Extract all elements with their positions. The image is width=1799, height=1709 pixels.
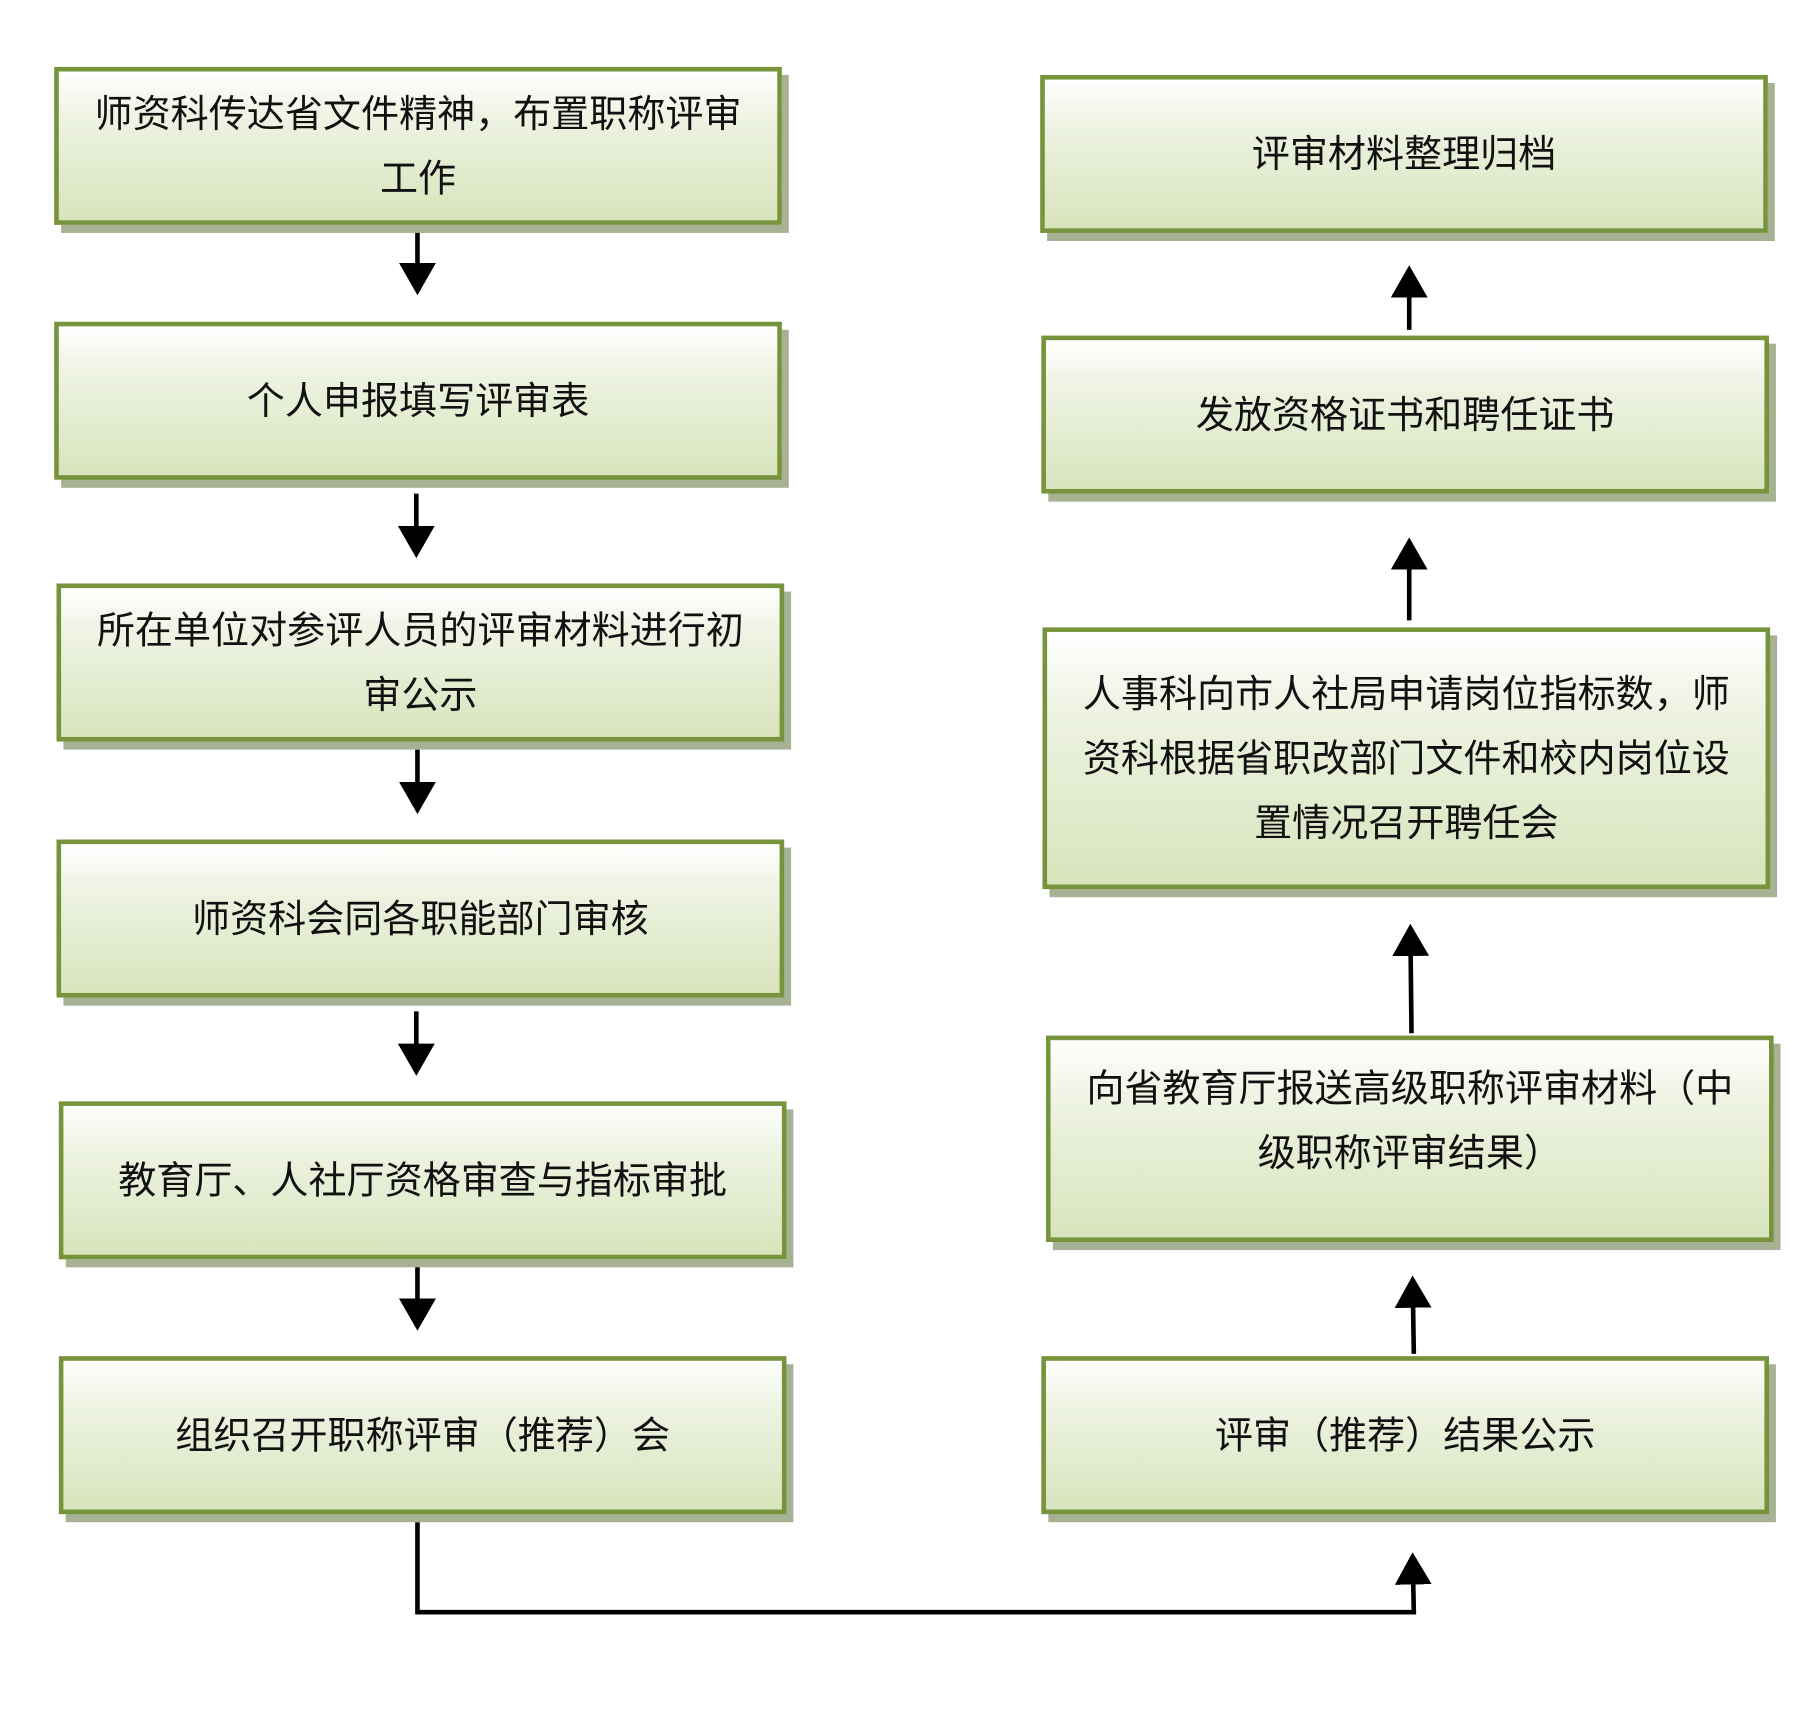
step-box: 发放资格证书和聘任证书 [1041, 335, 1770, 494]
step-label: 教育厅、人社厅资格审查与指标审批 [118, 1157, 728, 1203]
step-box: 教育厅、人社厅资格审查与指标审批 [58, 1101, 787, 1260]
step-box: 师资科会同各职能部门审核 [56, 839, 785, 998]
step-label: 组织召开职称评审（推荐）会 [175, 1412, 671, 1458]
step-label: 师资科传达省文件精神，布置职称评审工作 [94, 90, 742, 201]
step-label: 向省教育厅报送高级职称评审材料（中级职称评审结果） [1086, 1065, 1734, 1176]
arrow-r2-r3 [1392, 923, 1430, 1034]
step-box: 所在单位对参评人员的评审材料进行初审公示 [56, 583, 785, 742]
step-label: 发放资格证书和聘任证书 [1195, 391, 1615, 437]
step-box: 向省教育厅报送高级职称评审材料（中级职称评审结果） [1045, 1035, 1774, 1242]
step-label: 师资科会同各职能部门审核 [192, 895, 649, 941]
step-box: 人事科向市人社局申请岗位指标数，师资科根据省职改部门文件和校内岗位设置情况召开聘… [1042, 627, 1771, 890]
step-label: 评审材料整理归档 [1251, 130, 1557, 176]
step-label: 所在单位对参评人员的评审材料进行初审公示 [96, 607, 744, 717]
step-box: 师资科传达省文件精神，布置职称评审工作 [54, 66, 782, 225]
arrow-r1-r2 [1394, 1275, 1432, 1354]
step-label: 人事科向市人社局申请岗位指标数，师资科根据省职改部门文件和校内岗位设置情况召开聘… [1082, 670, 1730, 845]
step-box: 个人申报填写评审表 [54, 321, 782, 480]
step-box: 组织召开职称评审（推荐）会 [58, 1356, 787, 1515]
step-box: 评审（推荐）结果公示 [1041, 1356, 1770, 1515]
arrow-6-r1 [415, 1522, 1432, 1615]
step-box: 评审材料整理归档 [1040, 74, 1768, 233]
step-label: 个人申报填写评审表 [246, 377, 590, 423]
step-label: 评审（推荐）结果公示 [1214, 1412, 1596, 1458]
